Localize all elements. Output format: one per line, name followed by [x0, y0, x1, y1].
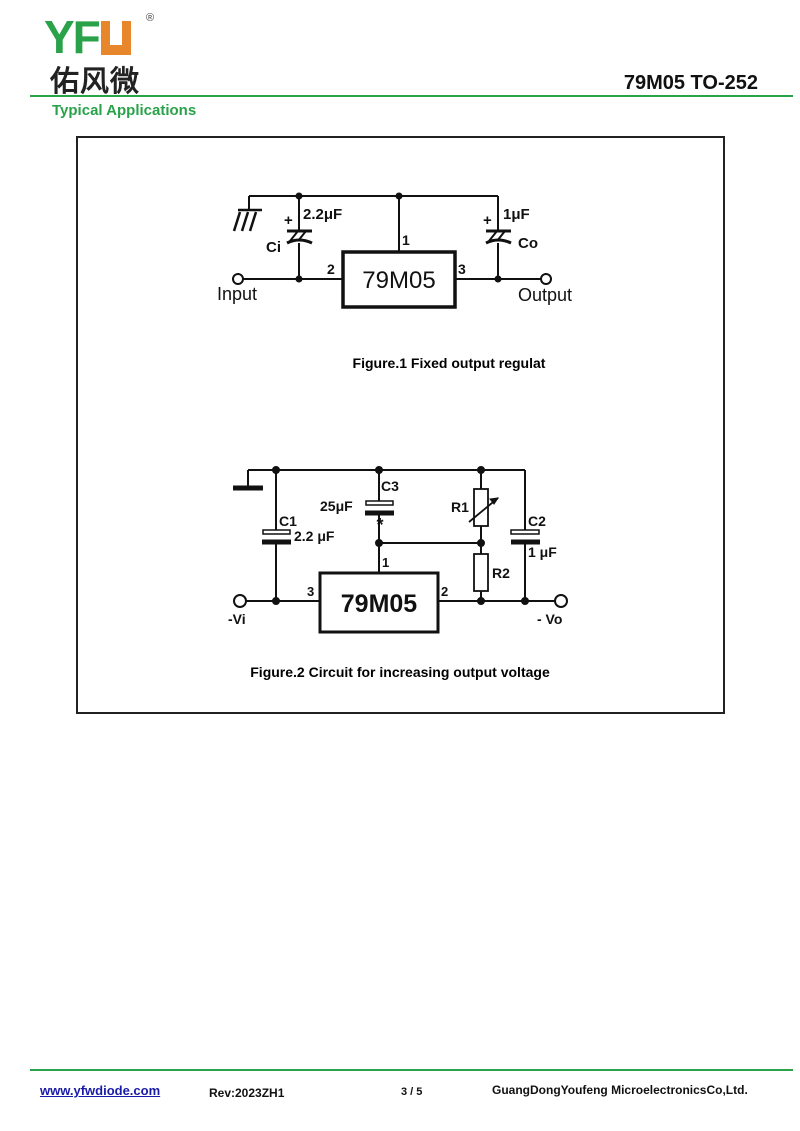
r2-resistor-icon	[473, 553, 489, 592]
figure1-schematic	[232, 192, 552, 309]
vo-label: - Vo	[537, 611, 562, 627]
r1-arrow-head	[489, 497, 500, 505]
junction-dot	[295, 275, 303, 283]
r1-label: R1	[451, 499, 469, 515]
page-number: 3 / 5	[401, 1086, 423, 1098]
junction-dot	[521, 597, 529, 605]
c1-capacitor-icon	[262, 529, 291, 535]
fig2-chip-label: 79M05	[341, 590, 418, 618]
c3-label: C3	[381, 478, 399, 494]
co-plus-sign: +	[483, 212, 492, 229]
section-title: Typical Applications	[52, 102, 197, 119]
figure1-labels: + 2.2μF Ci + 1μF Co 1 2 3 79M05 Input Ou…	[217, 206, 572, 305]
c2-value: 1 μF	[528, 544, 557, 560]
output-terminal	[540, 273, 552, 285]
figure2-schematic	[233, 466, 568, 634]
output-label: Output	[518, 285, 572, 305]
input-label: Input	[217, 284, 257, 304]
company-name: GuangDongYoufeng MicroelectronicsCo,Ltd.	[492, 1083, 748, 1097]
junction-dot	[477, 539, 485, 547]
input-terminal	[232, 273, 244, 285]
vo-terminal	[554, 594, 568, 608]
fig1-chip-body	[341, 250, 457, 309]
r2-label: R2	[492, 565, 510, 581]
fig2-pin2-label: 2	[441, 584, 448, 599]
fig2-pin3-label: 3	[307, 584, 314, 599]
logo-latin-text: YF	[44, 11, 101, 63]
junction-dot	[395, 192, 403, 200]
fig1-chip-label: 79M05	[362, 267, 435, 294]
c2-capacitor-icon	[510, 529, 540, 535]
document-title: 79M05 TO-252	[623, 72, 758, 94]
figure-frame	[76, 136, 725, 714]
junction-dot	[295, 192, 303, 200]
vi-terminal	[233, 594, 247, 608]
junction-dot	[272, 597, 280, 605]
fig1-pin2-label: 2	[327, 261, 335, 277]
co-value: 1μF	[503, 206, 530, 223]
figure2-caption: Figure.2 Circuit for increasing output v…	[250, 664, 550, 680]
c1-label: C1	[279, 513, 297, 529]
fig1-pin3-label: 3	[458, 261, 466, 277]
co-capacitor-icon	[485, 229, 512, 245]
company-logo: YF	[44, 14, 131, 60]
ci-plus-sign: +	[284, 212, 293, 229]
c3-value: 25μF	[320, 498, 353, 514]
fig1-pin1-label: 1	[402, 232, 410, 248]
figure1-caption: Figure.1 Fixed output regulat	[353, 355, 546, 371]
ci-capacitor-icon	[286, 229, 313, 245]
ci-label: Ci	[266, 239, 281, 256]
website-link[interactable]: www.yfwdiode.com	[40, 1083, 161, 1098]
c2-label: C2	[528, 513, 546, 529]
fig2-pin1-label: 1	[382, 555, 389, 570]
registered-mark: ®	[146, 12, 155, 24]
ground-icon	[232, 208, 262, 232]
c3-capacitor-icon	[365, 500, 394, 506]
logo-u-glyph	[100, 21, 131, 55]
footer-divider	[30, 1069, 793, 1071]
vi-label: -Vi	[228, 611, 246, 627]
fig2-chip-body	[318, 571, 440, 634]
header-divider	[30, 95, 793, 97]
figure2-labels: C1 2.2 μF C3 25μF * R1 R2 C2 1 μF 1 3 2 …	[228, 478, 562, 627]
ci-value: 2.2μF	[303, 206, 342, 223]
co-label: Co	[518, 235, 538, 252]
c3-marker: *	[376, 515, 383, 535]
c1-value: 2.2 μF	[294, 528, 335, 544]
revision-label: Rev:2023ZH1	[209, 1086, 285, 1100]
logo-chinese-text: 佑风微	[50, 64, 141, 98]
junction-dot	[477, 597, 485, 605]
